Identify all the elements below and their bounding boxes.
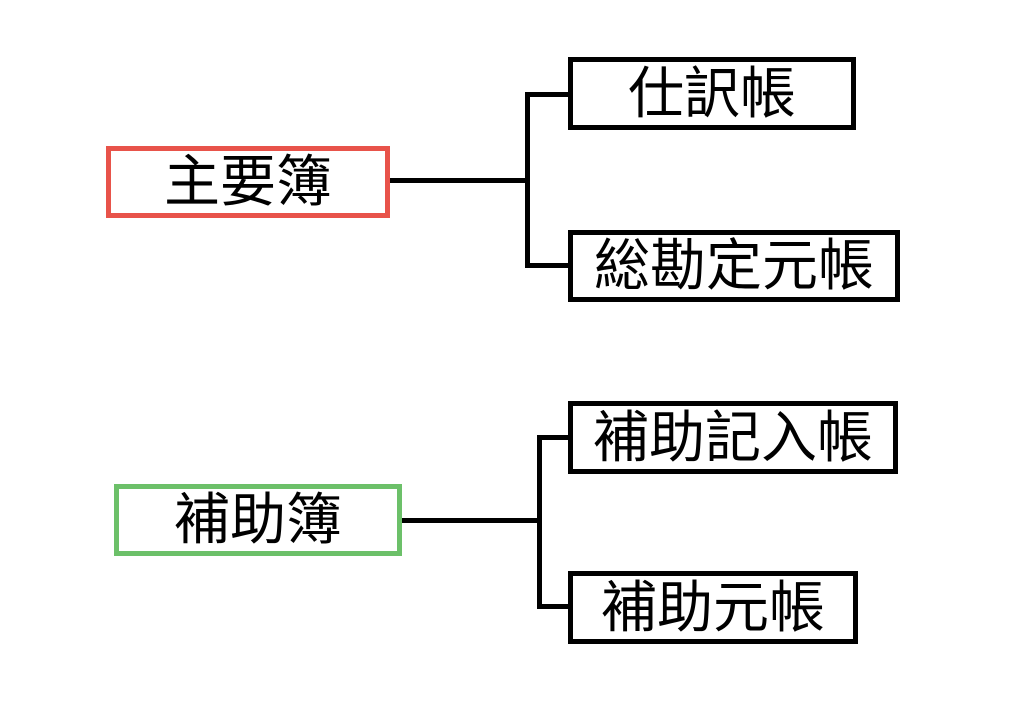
subsidiary-books-connector	[402, 435, 568, 609]
node-journal: 仕訳帳	[568, 57, 856, 130]
node-main-books: 主要簿	[106, 146, 390, 218]
node-subsidiary-books-label: 補助簿	[174, 488, 342, 551]
node-main-books-label: 主要簿	[164, 150, 332, 213]
node-subsidiary-entry-book-label: 補助記入帳	[593, 405, 873, 469]
main-books-connector	[390, 92, 568, 268]
node-subsidiary-entry-book: 補助記入帳	[568, 401, 898, 474]
node-subsidiary-ledger-label: 補助元帳	[601, 575, 825, 639]
node-journal-label: 仕訳帳	[628, 61, 796, 125]
node-subsidiary-books: 補助簿	[114, 484, 402, 556]
node-general-ledger: 総勘定元帳	[568, 230, 900, 302]
node-general-ledger-label: 総勘定元帳	[594, 234, 874, 297]
node-subsidiary-ledger: 補助元帳	[568, 571, 858, 644]
